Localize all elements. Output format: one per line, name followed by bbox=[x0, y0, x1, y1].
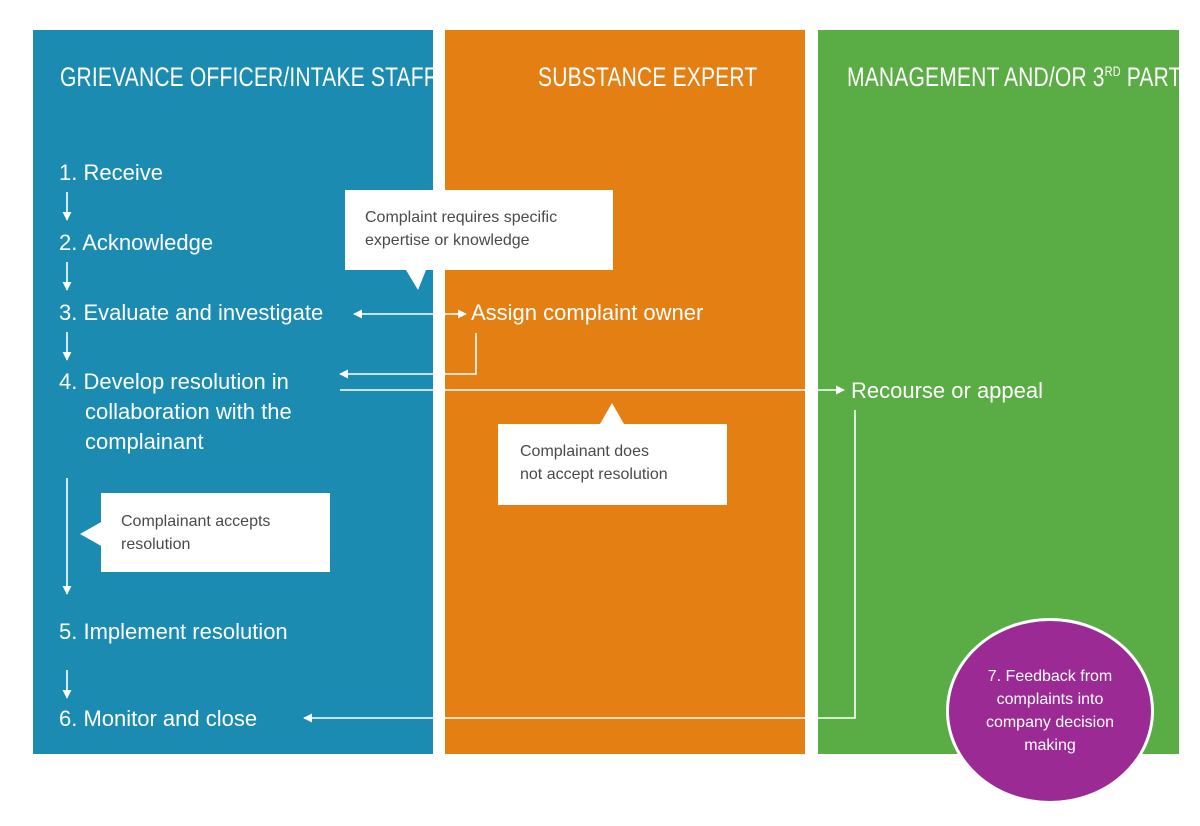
callout-pointer-expertise bbox=[406, 270, 426, 290]
lane-title-grievance: GRIEVANCE OFFICER/INTAKE STAFF bbox=[60, 62, 437, 92]
step-receive: 1. Receive bbox=[59, 160, 163, 185]
step-develop-line3: complainant bbox=[85, 429, 204, 454]
arrow-recourse-to-monitor bbox=[303, 410, 856, 723]
feedback-text: 7. Feedback from complaints into company… bbox=[985, 668, 1115, 754]
step-develop-line1: 4. Develop resolution in bbox=[59, 369, 289, 394]
step-evaluate: 3. Evaluate and investigate bbox=[59, 300, 324, 325]
feedback-circle: 7. Feedback from complaints into company… bbox=[946, 618, 1154, 804]
lane-grievance-officer bbox=[33, 30, 433, 754]
callout-pointer-accepts bbox=[80, 521, 103, 547]
step-recourse: Recourse or appeal bbox=[851, 378, 1044, 403]
callout-pointer-not-accept bbox=[600, 403, 624, 424]
callout-accepts: Complainant accepts resolution bbox=[101, 493, 330, 572]
callout-expertise-line2: expertise or knowledge bbox=[365, 232, 530, 249]
lane-title-management-text: MANAGEMENT AND/OR 3 bbox=[847, 62, 1105, 92]
callout-expertise-line1: Complaint requires specific bbox=[365, 209, 558, 226]
step-assign-owner: Assign complaint owner bbox=[471, 300, 704, 325]
callout-expertise: Complaint requires specific expertise or… bbox=[345, 190, 613, 270]
step-monitor: 6. Monitor and close bbox=[59, 706, 258, 731]
callout-not-accept-line2: not accept resolution bbox=[520, 466, 668, 483]
lane-title-expert: SUBSTANCE EXPERT bbox=[538, 62, 758, 92]
lane-title-management-sup: RD bbox=[1104, 63, 1121, 79]
callout-not-accept: Complainant does not accept resolution bbox=[498, 424, 727, 505]
step-develop-line2: collaboration with the bbox=[85, 399, 292, 424]
callout-not-accept-line1: Complainant does bbox=[520, 443, 649, 460]
step-implement: 5. Implement resolution bbox=[59, 619, 288, 644]
step-acknowledge: 2. Acknowledge bbox=[59, 230, 214, 255]
arrow-assign-to-develop bbox=[339, 333, 477, 379]
lane-title-management: MANAGEMENT AND/OR 3RD PARTY bbox=[847, 62, 1196, 93]
lane-title-management-end: PARTY bbox=[1120, 62, 1196, 92]
lane-substance-expert bbox=[445, 30, 805, 754]
callout-accepts-line1: Complainant accepts bbox=[121, 513, 271, 530]
callout-accepts-line2: resolution bbox=[121, 536, 191, 553]
